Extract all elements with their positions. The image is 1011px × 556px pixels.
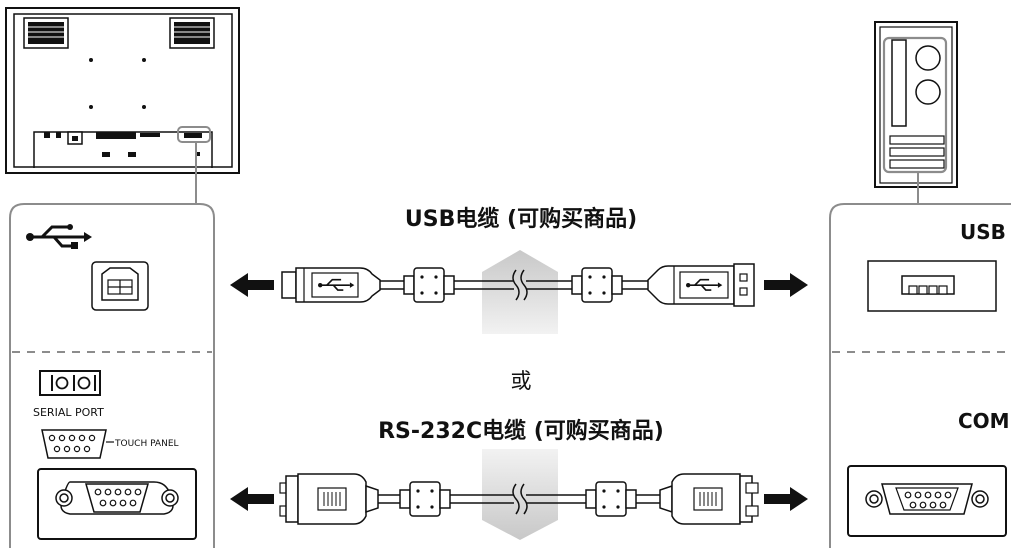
left-arrow-icon (230, 487, 274, 511)
rs232c-cable (230, 473, 808, 525)
usb-port-label: USB (960, 220, 1006, 244)
vent-right (169, 17, 215, 49)
dsub9-port-right-icon (847, 465, 1007, 537)
usb-symbol-icon (26, 224, 92, 249)
pc-port-panel (829, 203, 1011, 548)
usb-b-port-icon (91, 261, 149, 311)
usb-cable-label: USB电缆 (可购买商品) (405, 206, 637, 232)
right-arrow-icon (764, 273, 808, 297)
usb-a-port-icon (867, 260, 997, 312)
right-arrow-icon (764, 487, 808, 511)
monitor-port-panel (9, 203, 215, 548)
left-arrow-icon (230, 273, 274, 297)
serial-port-label: SERIAL PORT (33, 406, 104, 419)
touch-panel-label: TOUCH PANEL (114, 439, 179, 449)
rs232c-cable-label: RS-232C电缆 (可购买商品) (378, 418, 664, 444)
com-port-label: COM (958, 409, 1010, 433)
vent-left (23, 17, 69, 49)
touch-panel-connector-icon (41, 429, 114, 459)
usb-cable (230, 263, 808, 307)
or-label: 或 (511, 369, 532, 393)
monitor-rear-illustration (5, 7, 240, 204)
serial-port-symbol-icon (39, 370, 101, 396)
dsub9-port-left-icon (37, 468, 197, 540)
or-selector-arrow (482, 250, 558, 540)
pc-tower-illustration (874, 21, 958, 204)
